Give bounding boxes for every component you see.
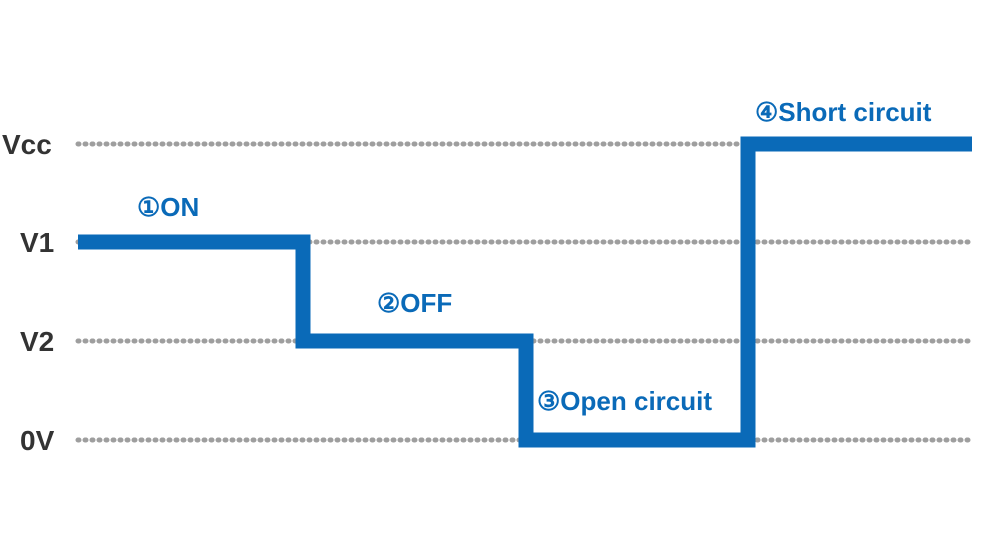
level-label-v2: V2 [20, 326, 54, 357]
state-label-short-circuit: ④Short circuit [755, 97, 932, 127]
level-label-v1: V1 [20, 227, 54, 258]
level-label-0v: 0V [20, 425, 55, 456]
level-label-vcc: Vcc [2, 129, 52, 160]
signal-waveform [78, 136, 972, 448]
state-label-on: ①ON [137, 192, 199, 222]
state-label-off: ②OFF [377, 288, 452, 318]
state-label-open-circuit: ③Open circuit [537, 386, 712, 416]
